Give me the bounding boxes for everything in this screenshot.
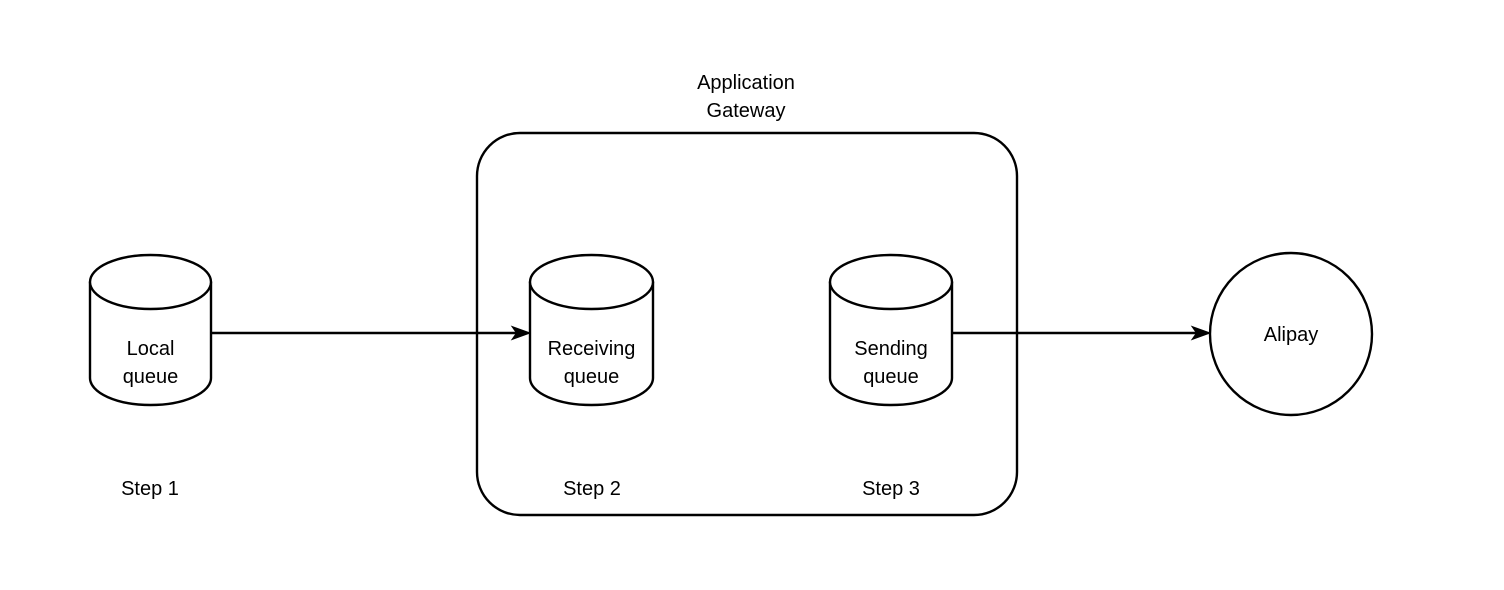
application-gateway-label-line1: Application (697, 72, 795, 94)
receiving-queue-body[interactable] (528, 280, 655, 407)
edge-sending-to-alipay[interactable] (952, 325, 1212, 341)
receiving-queue-top (528, 253, 655, 311)
step-2-label: Step 2 (563, 478, 621, 500)
step-1-label: Step 1 (121, 478, 179, 500)
step-3-label: Step 3 (862, 478, 920, 500)
node-sending-queue[interactable] (828, 253, 954, 407)
node-receiving-queue[interactable] (528, 253, 655, 407)
local-queue-body[interactable] (88, 280, 213, 407)
sending-queue-body[interactable] (828, 280, 954, 407)
edge-local-to-receiving[interactable] (211, 325, 532, 341)
arrowhead-icon (510, 325, 532, 341)
local-queue-label-line2: queue (123, 366, 179, 388)
node-alipay[interactable] (1208, 251, 1374, 417)
receiving-queue-label-line1: Receiving (548, 338, 636, 360)
sending-queue-label-line2: queue (863, 366, 919, 388)
alipay-circle[interactable] (1208, 251, 1374, 417)
sending-queue-top (828, 253, 954, 311)
local-queue-label-line1: Local (127, 338, 175, 360)
receiving-queue-label-line2: queue (564, 366, 620, 388)
alipay-label: Alipay (1264, 324, 1318, 346)
application-gateway-boundary[interactable] (475, 131, 1019, 517)
node-local-queue[interactable] (88, 253, 213, 407)
application-gateway-container[interactable] (475, 131, 1019, 517)
arrowhead-icon (1190, 325, 1212, 341)
local-queue-top (88, 253, 213, 311)
application-gateway-label-line2: Gateway (707, 100, 786, 122)
sending-queue-label-line1: Sending (854, 338, 927, 360)
